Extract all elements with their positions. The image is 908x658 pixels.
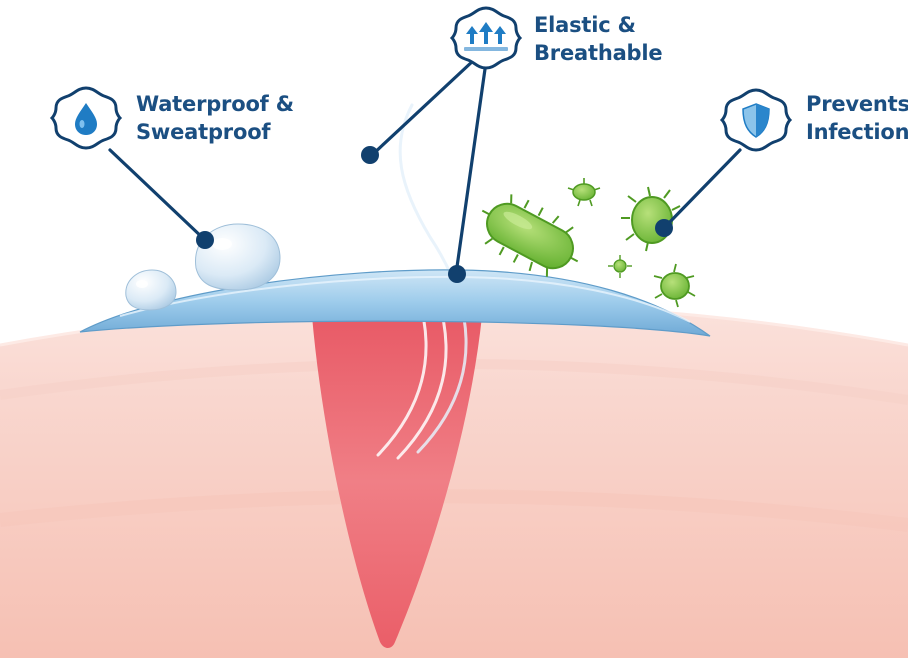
waterproof-dot bbox=[196, 231, 214, 249]
infection-connector bbox=[664, 150, 740, 228]
waterproof-label-line1: Waterproof & bbox=[136, 90, 294, 118]
waterproof-label: Waterproof & Sweatproof bbox=[136, 90, 294, 146]
bacterium-small-3 bbox=[654, 264, 695, 307]
infection-label-line1: Prevents bbox=[806, 90, 908, 118]
elastic-label: Elastic & Breathable bbox=[534, 11, 662, 67]
infection-badge bbox=[722, 90, 790, 150]
elastic-label-line1: Elastic & bbox=[534, 11, 662, 39]
elastic-connector-a bbox=[372, 60, 474, 155]
elastic-badge bbox=[452, 8, 520, 68]
elastic-dot-b bbox=[448, 265, 466, 283]
elastic-dot-a bbox=[361, 146, 379, 164]
waterproof-label-line2: Sweatproof bbox=[136, 118, 294, 146]
elastic-label-line2: Breathable bbox=[534, 39, 662, 67]
waterproof-connector bbox=[110, 150, 205, 240]
bacterium-small-2 bbox=[608, 255, 632, 278]
infection-label: Prevents Infection bbox=[806, 90, 908, 146]
elastic-connector-b bbox=[456, 62, 486, 274]
infection-label-line2: Infection bbox=[806, 118, 908, 146]
waterproof-badge bbox=[52, 88, 120, 148]
infection-dot bbox=[655, 219, 673, 237]
bacterium-small-1 bbox=[568, 178, 600, 206]
